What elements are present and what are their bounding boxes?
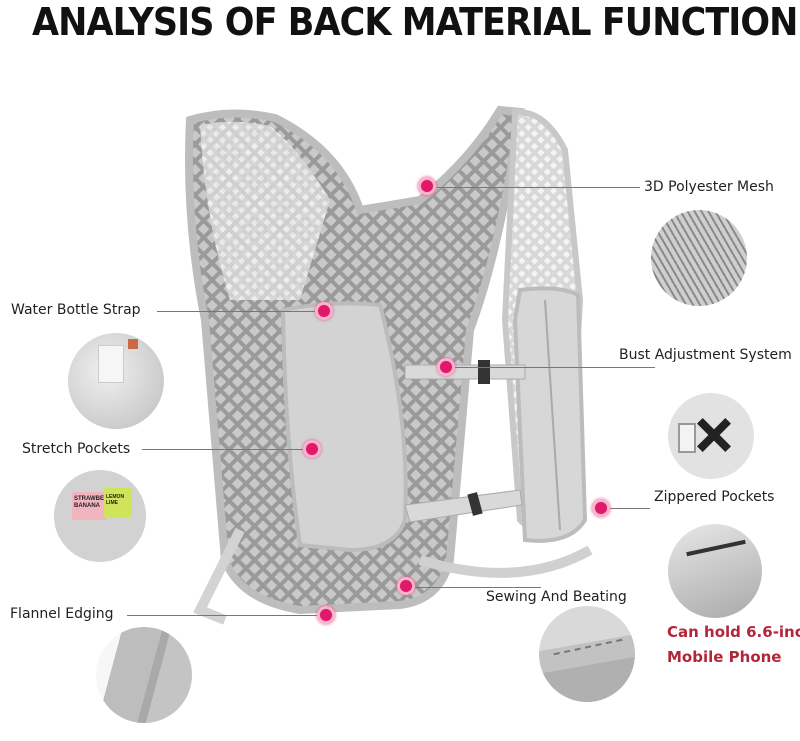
flannel-edging-detail-image <box>96 627 192 723</box>
zipper-pocket <box>512 286 588 543</box>
mesh-hotspot[interactable] <box>418 177 436 195</box>
label-water-bottle-strap: Water Bottle Strap <box>11 302 141 318</box>
mesh-detail-image <box>651 210 747 306</box>
label-3d-polyester-mesh: 3D Polyester Mesh <box>644 179 774 195</box>
label-zippered-pockets: Zippered Pockets <box>654 489 775 505</box>
zippered-pocket-detail-image <box>668 524 762 618</box>
sewing-hotspot[interactable] <box>397 577 415 595</box>
sewing-detail-image <box>539 606 635 702</box>
left-strap <box>200 121 330 300</box>
bottle-pocket <box>280 301 408 553</box>
snack-pack-green: LEMON LIME <box>104 488 132 518</box>
label-bust-adjustment-system: Bust Adjustment System <box>619 347 792 363</box>
water-bottle-hotspot[interactable] <box>315 302 333 320</box>
page-title: ANALYSIS OF BACK MATERIAL FUNCTION <box>32 0 798 44</box>
water-bottle-detail-image <box>68 333 164 429</box>
mesh-callout-line <box>437 187 640 188</box>
phone-note-line2: Mobile Phone <box>667 648 782 666</box>
flannel-hotspot[interactable] <box>317 606 335 624</box>
zippered-callout-line <box>610 508 650 509</box>
bottle-icon <box>98 345 124 383</box>
phone-note-line1: Can hold 6.6-inch <box>667 623 800 641</box>
label-sewing-and-beating: Sewing And Beating <box>486 589 627 605</box>
label-stretch-pockets: Stretch Pockets <box>22 441 131 457</box>
bust-callout-line <box>455 367 655 368</box>
snack-pack-pink: STRAWBERRY BANANA <box>72 492 116 520</box>
water-bottle-callout-line <box>157 311 317 312</box>
stretch-hotspot[interactable] <box>303 440 321 458</box>
sewing-callout-line <box>416 587 541 588</box>
stretch-pocket-detail-image: STRAWBERRY BANANA LEMON LIME <box>54 470 146 562</box>
label-flannel-edging: Flannel Edging <box>10 606 114 622</box>
stretch-callout-line <box>142 449 305 450</box>
bust-adjustment-detail-image <box>668 393 754 479</box>
zippered-hotspot[interactable] <box>592 499 610 517</box>
flannel-callout-line <box>127 615 317 616</box>
bust-hotspot[interactable] <box>437 358 455 376</box>
